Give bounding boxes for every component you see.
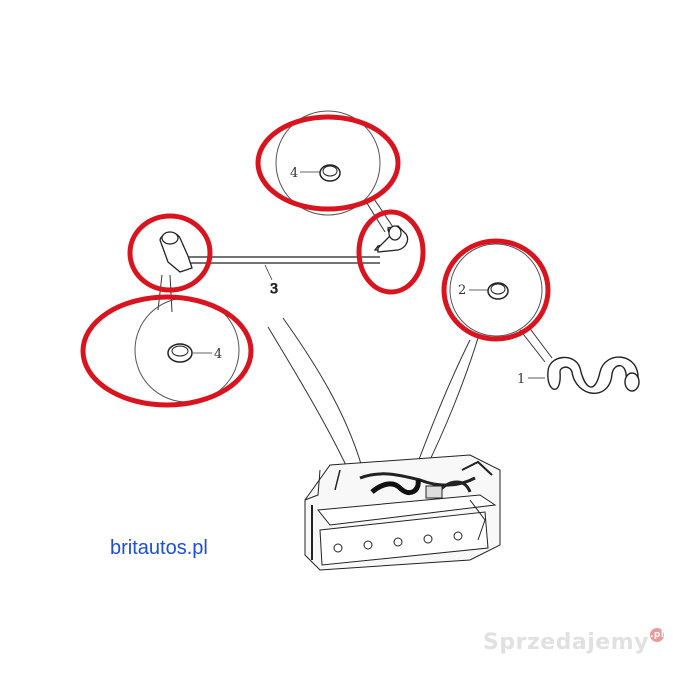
callout-4-top: 4 [290, 166, 298, 181]
engine-sketch [304, 454, 501, 571]
highlight-elbow-left [127, 213, 213, 293]
highlight-clamp-top [255, 114, 401, 212]
highlight-elbow-right [356, 209, 426, 295]
pipe-part-3: 3 [159, 225, 409, 298]
clamp-detail-top: 4 [275, 110, 381, 216]
callout-4-left: 4 [214, 347, 222, 362]
highlight-ellipses [80, 114, 551, 408]
clamp-detail-2: 2 [449, 243, 543, 337]
callout-2: 2 [458, 283, 466, 298]
highlight-clamp-left [80, 294, 254, 408]
callout-3: 3 [270, 282, 278, 297]
watermark: Sprzedajemy.pl [483, 628, 665, 655]
callout-1: 1 [517, 372, 525, 387]
site-link[interactable]: britautos.pl [110, 537, 208, 559]
highlight-clamp-2 [441, 238, 551, 342]
hose-part-1: 1 [517, 356, 640, 394]
watermark-text: Sprzedajemy [483, 630, 649, 655]
watermark-badge: .pl [650, 628, 665, 642]
